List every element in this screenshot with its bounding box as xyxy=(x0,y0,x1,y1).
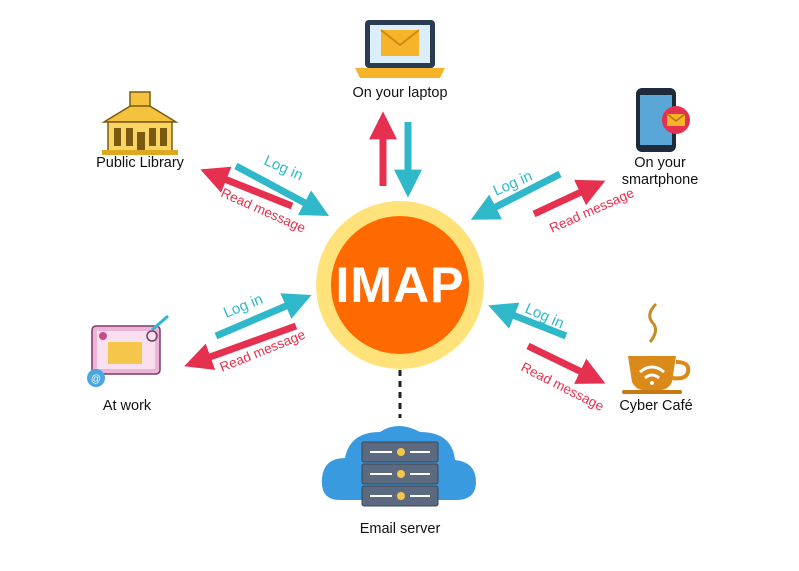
library-arrows: Log in Read message xyxy=(200,152,330,236)
library-building-icon xyxy=(101,91,179,155)
imap-core xyxy=(331,216,469,354)
read-label-smartphone: Read message xyxy=(547,185,636,236)
work-arrows: Log in Read message xyxy=(184,291,312,375)
login-arrow-cafe xyxy=(488,302,568,340)
library-label: Public Library xyxy=(96,155,185,171)
cloud-server-icon xyxy=(321,426,476,507)
smartphone-label-line2: smartphone xyxy=(622,172,699,188)
laptop-mail-icon xyxy=(355,20,445,78)
read-arrow-cafe xyxy=(526,342,606,384)
read-arrow-library xyxy=(200,166,294,210)
laptop-label: On your laptop xyxy=(352,85,447,101)
login-arrow-work xyxy=(214,293,312,340)
smartphone-mail-icon xyxy=(636,88,690,152)
imap-label: IMAP xyxy=(336,257,465,313)
coffee-cup-wifi-icon xyxy=(622,302,691,394)
cafe-arrows: Log in Read message xyxy=(488,300,607,414)
computer-email-icon: @ xyxy=(87,314,169,387)
read-label-cafe: Read message xyxy=(519,359,607,414)
laptop-arrows xyxy=(369,111,422,198)
read-arrow-smartphone xyxy=(532,179,606,218)
smartphone-arrows: Log in Read message xyxy=(470,167,636,236)
imap-hub: IMAP xyxy=(316,201,484,369)
svg-text:@: @ xyxy=(91,374,101,385)
login-arrow-smartphone xyxy=(470,170,562,220)
server-label: Email server xyxy=(360,521,441,537)
smartphone-label-line1: On your xyxy=(634,155,686,171)
login-arrow-library xyxy=(234,162,330,216)
cafe-label: Cyber Café xyxy=(619,398,692,414)
read-arrow-work xyxy=(184,322,298,370)
work-label: At work xyxy=(103,398,152,414)
